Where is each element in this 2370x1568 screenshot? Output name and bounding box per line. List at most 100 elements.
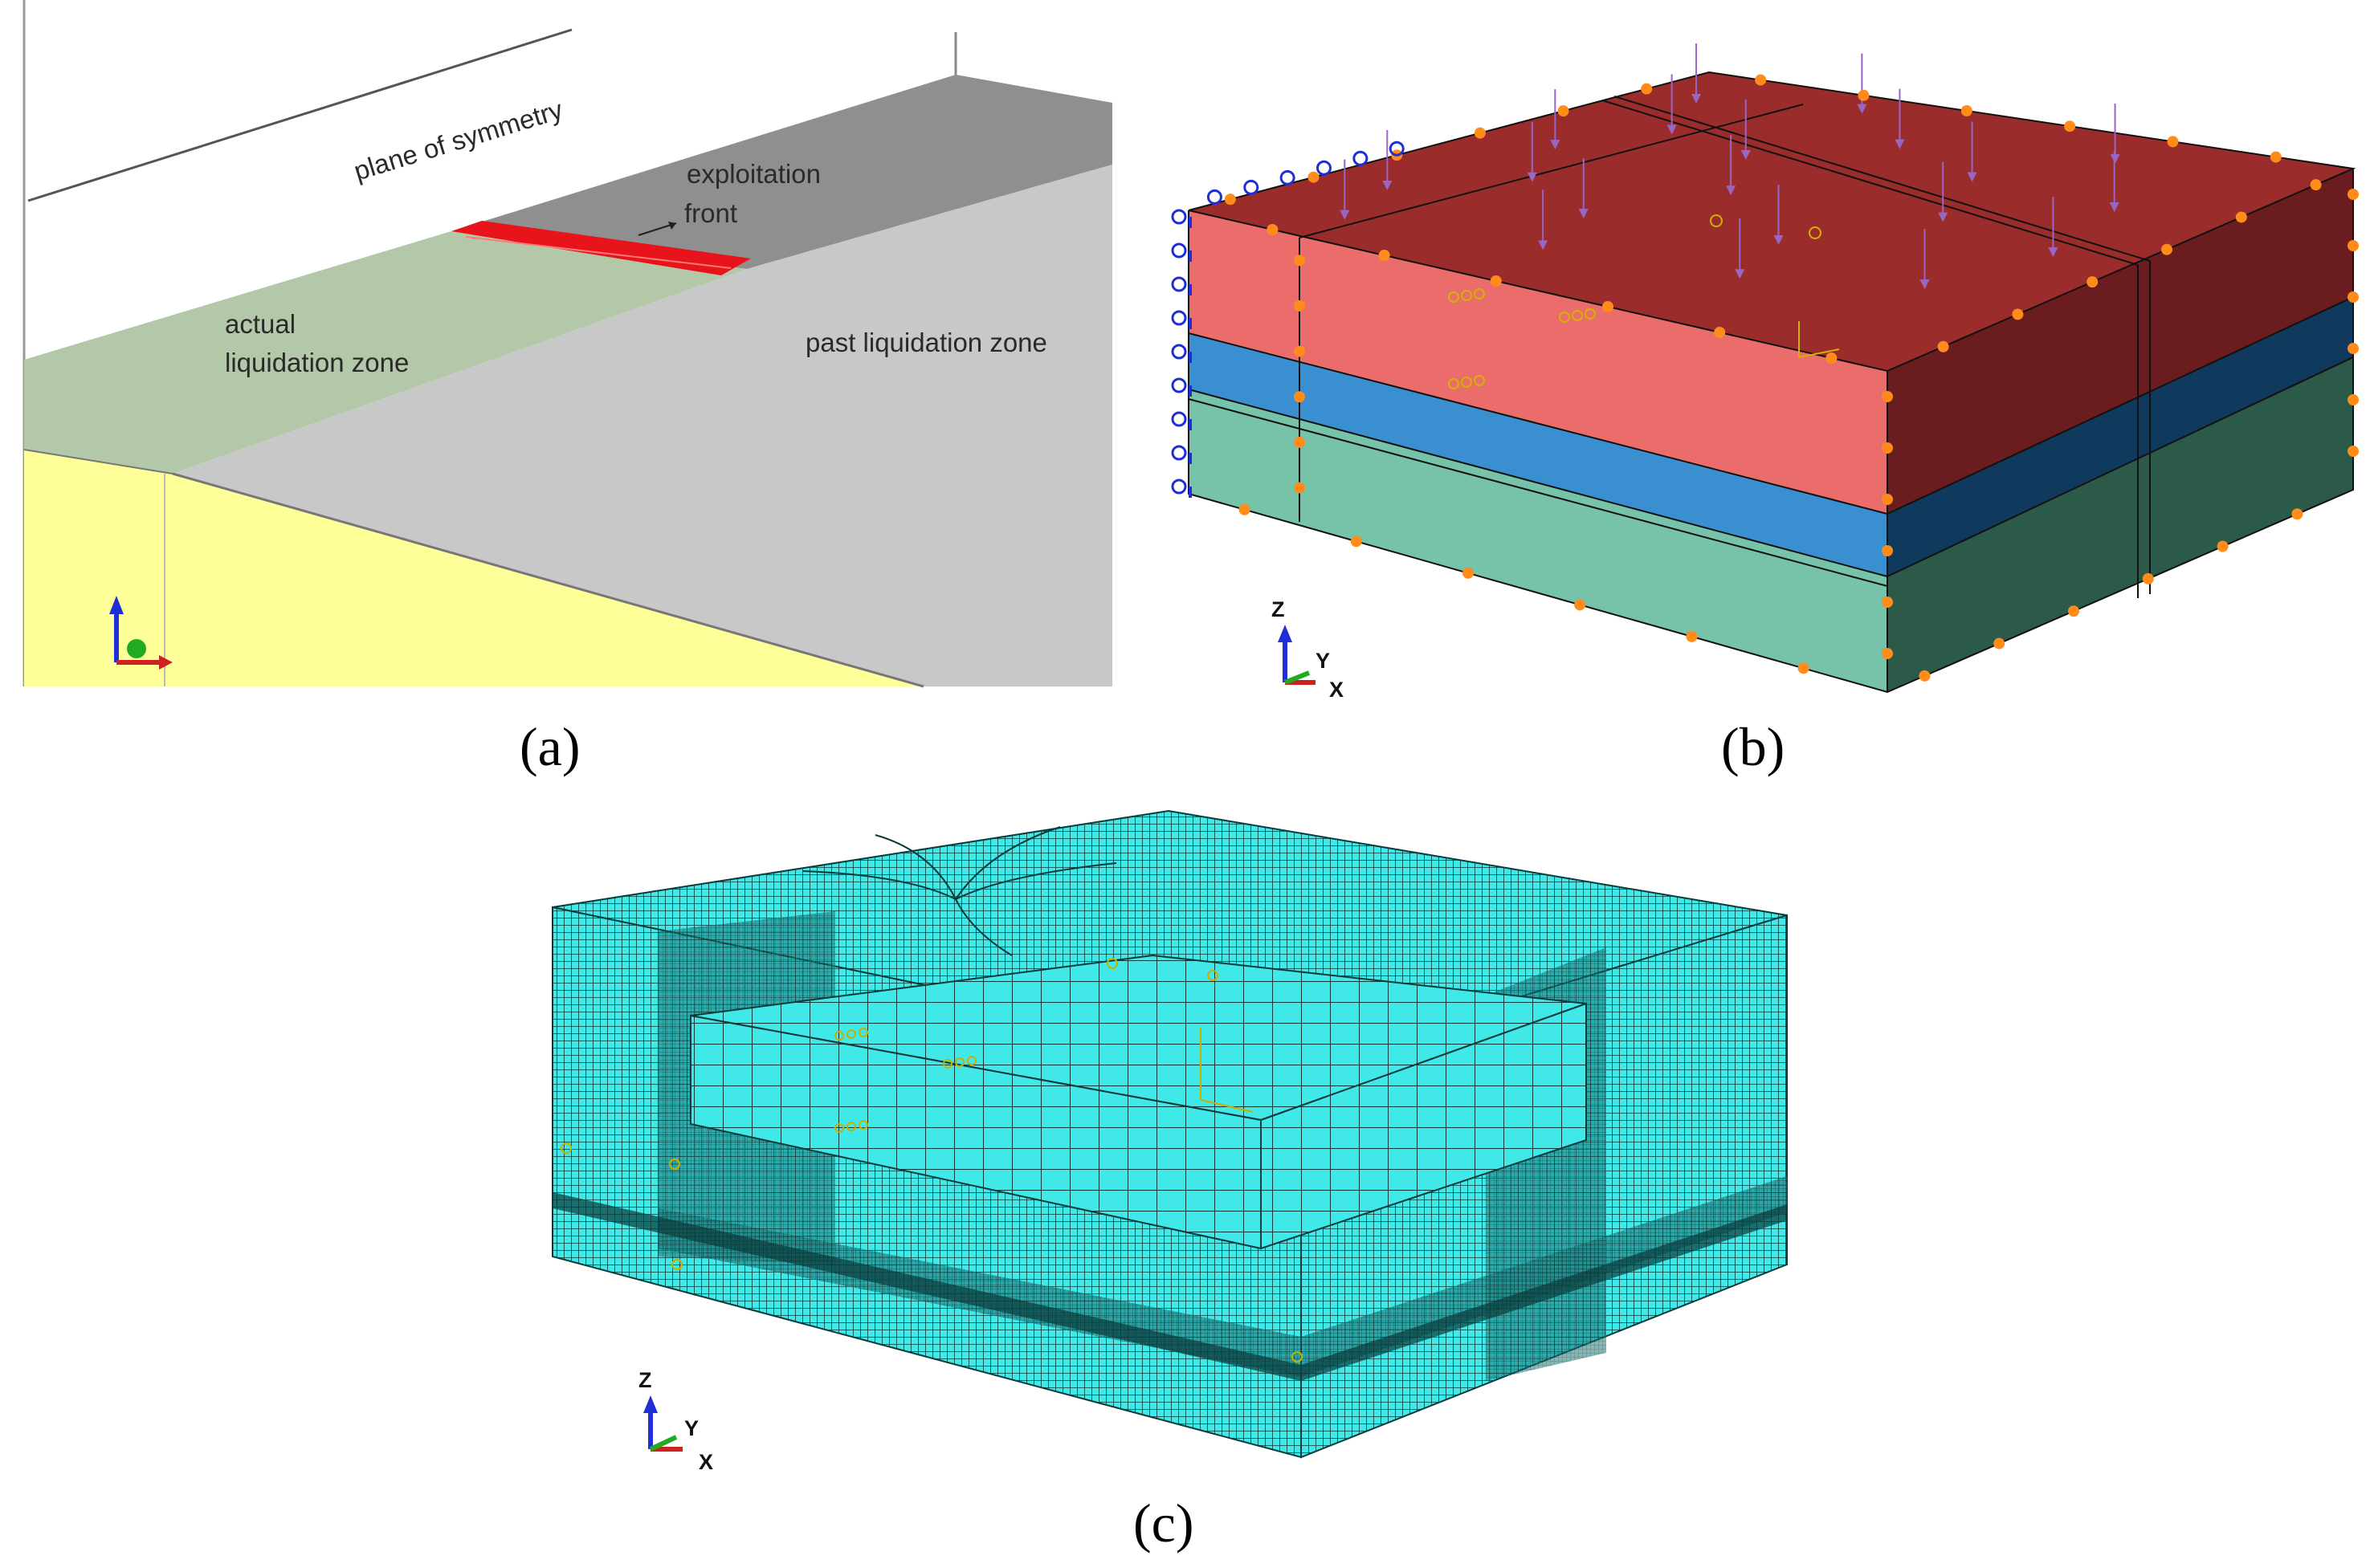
boundary-node [2348,343,2359,354]
constraint-symbol [1206,189,1222,205]
boundary-node [1294,391,1305,403]
boundary-node [2068,605,2079,617]
b-mark [1710,214,1723,227]
boundary-node [1714,327,1726,338]
label-exploitation: exploitation [687,159,821,189]
panel-c-finite-element-mesh: Z Y X [552,809,1788,1474]
b-axis-z-label: Z [1271,597,1285,621]
boundary-node [1937,340,1949,352]
b-mark [1474,288,1485,299]
boundary-node [2291,508,2303,520]
c-triad-y [649,1435,678,1452]
c-mark [1107,958,1118,969]
b-mark [1474,375,1485,386]
b-mark [1448,378,1459,389]
boundary-node [1882,648,1893,659]
boundary-node [2167,136,2179,148]
boundary-node [2348,291,2359,303]
b-local-axis [1798,348,1840,358]
constraint-symbol [1279,169,1295,185]
front-strip-line [465,236,732,269]
panel-a-axis-triad [109,596,173,670]
boundary-node [1294,299,1305,312]
load-arrow-head [1382,181,1393,190]
c-mark [955,1057,965,1067]
b-axis-x-label: X [1329,678,1344,702]
c-mark [846,1029,856,1039]
load-arrow-head [1857,104,1867,114]
fan-line [802,870,957,900]
boundary-node [1882,545,1893,556]
boundary-node [1574,599,1586,611]
boundary-node [1882,442,1893,454]
boundary-node [2348,189,2359,200]
boundary-node [2348,394,2359,405]
mesh-layer-gap [553,1192,1787,1381]
boundary-node [2064,120,2076,132]
boundary-node [1474,127,1486,139]
boundary-node [2217,540,2229,552]
layer-line-1 [1188,332,1888,515]
constraint-symbol [1243,179,1259,195]
c-reference-marks [561,958,1303,1362]
label-actual: actual [225,309,296,339]
top-layer-side [1887,169,2353,514]
a-triad-y [127,639,146,658]
load-arrow-head [1740,150,1751,161]
partition-top-1 [1299,104,1804,238]
boundary-node [1641,83,1653,95]
model-edges [1188,71,2356,694]
boundary-node [1378,250,1390,261]
b-mark [1448,291,1459,303]
layer-edge-1 [23,449,173,474]
boundary-node [1224,193,1236,206]
a-triad-z-head [109,596,124,614]
boundary-node [1755,74,1767,86]
constraint-symbol [1171,344,1187,360]
boundary-node [2310,179,2322,191]
boundary-node [1307,171,1320,183]
actual-liquidation-zone [24,231,747,474]
far-zone [451,75,1112,269]
boundary-node [2348,446,2359,457]
c-triad-z-head [643,1395,658,1413]
c-mark [943,1059,952,1069]
boundary-node [1858,89,1870,101]
boundary-node [1294,345,1305,357]
boundary-node [2086,276,2099,288]
constraint-symbols [1171,141,1405,498]
b-mark [1809,226,1821,239]
caption-a: (a) [520,716,580,777]
boundary-node [1490,275,1502,287]
load-arrow-head [1967,172,1977,182]
middle-layer-front [1189,333,1887,576]
bottom-layer-front [1189,389,1887,692]
load-arrow-head [1340,210,1350,220]
boundary-node [1294,436,1305,448]
boundary-node [1462,567,1474,579]
load-arrow-head [1919,279,1930,289]
c-mark [834,1031,844,1041]
boundary-nodes [1224,74,2359,682]
c-local-axis [1200,1099,1254,1113]
panel-c-axis-triad: Z Y X [638,1368,713,1474]
constraint-symbol [1316,160,1332,176]
boundary-node [1960,105,1972,116]
c-mark [859,1028,868,1037]
layer-line-1-side [1887,296,2354,515]
c-mark [834,1123,844,1133]
boundary-node [1557,105,1569,117]
load-arrow-head [1691,94,1702,104]
yellow-layer [24,450,924,686]
boundary-node [2142,572,2154,584]
boundary-node [1294,255,1305,267]
layer-line-3 [1188,398,1888,587]
boundary-node [1993,637,2005,650]
label-past-liquidation-zone: past liquidation zone [806,328,1047,357]
boundary-node [2161,243,2172,255]
load-arrow-head [1538,240,1548,250]
load-arrow-head [1550,140,1560,150]
fan-line [955,826,1061,900]
panel-a-liquidation-zones: plane of symmetry exploitation front act… [22,0,1112,688]
